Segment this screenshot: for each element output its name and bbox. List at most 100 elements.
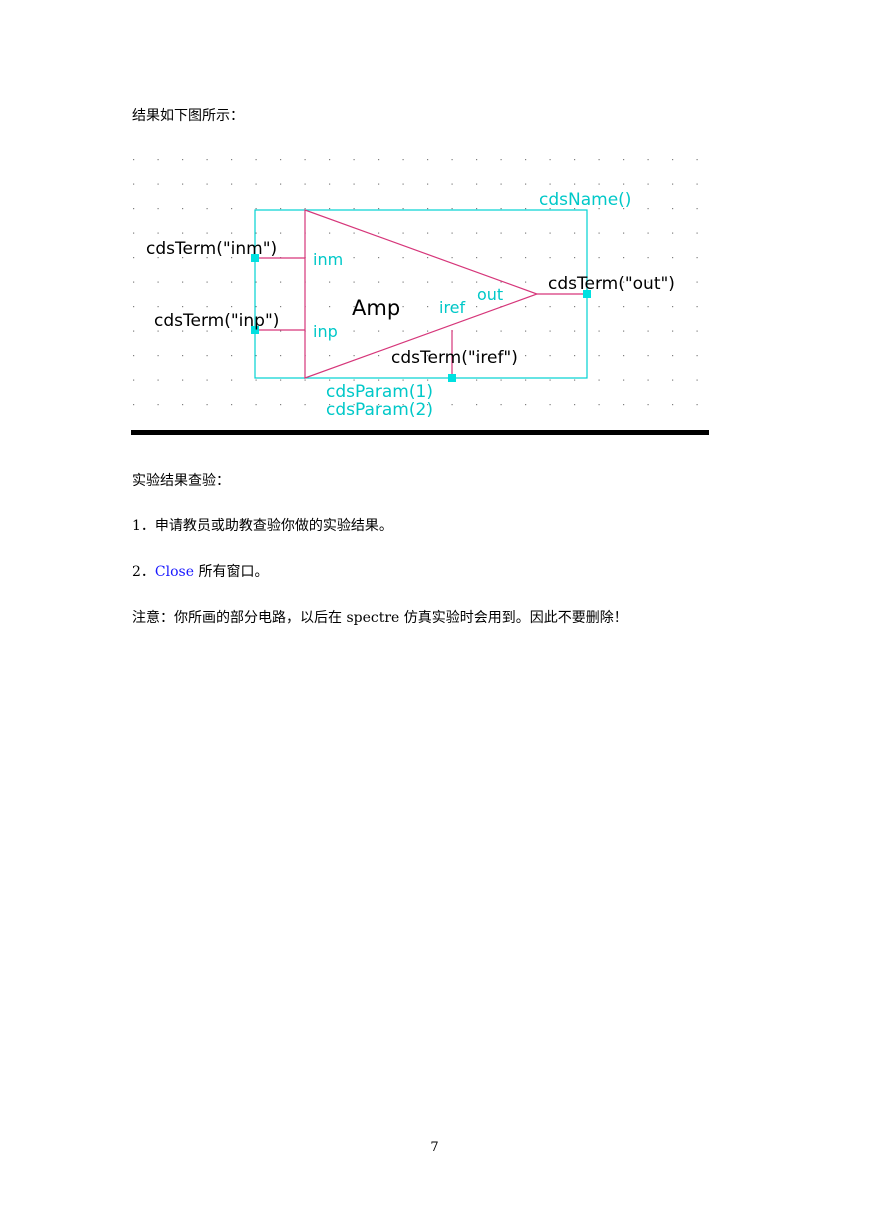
grid-dot xyxy=(255,281,257,283)
grid-dot xyxy=(231,159,233,161)
grid-dot xyxy=(133,257,135,259)
grid-dot xyxy=(647,208,649,210)
grid-dot xyxy=(280,379,282,381)
grid-dot xyxy=(206,379,208,381)
grid-dot xyxy=(672,208,674,210)
pin-name-iref: iref xyxy=(439,298,466,317)
grid-dots xyxy=(133,159,698,406)
grid-dot xyxy=(353,232,355,234)
grid-dot xyxy=(427,404,429,406)
grid-dot xyxy=(476,306,478,308)
step-2-number: 2． xyxy=(132,564,155,580)
grid-dot xyxy=(672,355,674,357)
grid-dot xyxy=(525,306,527,308)
grid-dot xyxy=(231,379,233,381)
grid-dot xyxy=(525,232,527,234)
grid-dot xyxy=(255,404,257,406)
grid-dot xyxy=(133,183,135,185)
grid-dot xyxy=(182,208,184,210)
close-command: Close xyxy=(154,564,195,580)
grid-dot xyxy=(500,379,502,381)
grid-dot xyxy=(427,183,429,185)
grid-dot xyxy=(378,330,380,332)
grid-dot xyxy=(598,159,600,161)
grid-dot xyxy=(696,404,698,406)
grid-dot xyxy=(598,355,600,357)
grid-dot xyxy=(353,355,355,357)
grid-dot xyxy=(500,355,502,357)
step-1-text: 申请教员或助教查验你做的实验结果。 xyxy=(154,518,393,534)
grid-dot xyxy=(500,281,502,283)
figure-bottom-rule xyxy=(131,430,709,435)
grid-dot xyxy=(549,183,551,185)
grid-dot xyxy=(133,159,135,161)
grid-dot xyxy=(231,404,233,406)
grid-dot xyxy=(378,306,380,308)
grid-dot xyxy=(476,379,478,381)
grid-dot xyxy=(696,208,698,210)
grid-dot xyxy=(133,404,135,406)
grid-dot xyxy=(353,281,355,283)
grid-dot xyxy=(672,257,674,259)
grid-dot xyxy=(598,208,600,210)
grid-dot xyxy=(574,330,576,332)
grid-dot xyxy=(157,281,159,283)
grid-dot xyxy=(525,330,527,332)
grid-dot xyxy=(329,379,331,381)
step-2: 2．Close 所有窗口。 xyxy=(132,563,268,581)
grid-dot xyxy=(451,281,453,283)
grid-dot xyxy=(696,355,698,357)
grid-dot xyxy=(623,183,625,185)
grid-dot xyxy=(574,281,576,283)
grid-dot xyxy=(623,330,625,332)
grid-dot xyxy=(574,159,576,161)
pin-name-out: out xyxy=(477,285,503,304)
grid-dot xyxy=(623,257,625,259)
amplifier-triangle xyxy=(304,209,539,379)
grid-dot xyxy=(182,159,184,161)
grid-dot xyxy=(133,281,135,283)
grid-dot xyxy=(549,306,551,308)
grid-dot xyxy=(182,379,184,381)
grid-dot xyxy=(378,183,380,185)
grid-dot xyxy=(206,208,208,210)
param-label-2: cdsParam(2) xyxy=(326,400,433,420)
grid-dot xyxy=(231,355,233,357)
grid-dot xyxy=(402,379,404,381)
grid-dot xyxy=(402,183,404,185)
grid-dot xyxy=(598,306,600,308)
grid-dot xyxy=(280,159,282,161)
grid-dot xyxy=(647,159,649,161)
grid-dot xyxy=(623,355,625,357)
grid-dot xyxy=(157,257,159,259)
grid-dot xyxy=(157,355,159,357)
grid-dot xyxy=(402,257,404,259)
grid-dot xyxy=(549,404,551,406)
grid-dot xyxy=(402,208,404,210)
grid-dot xyxy=(231,232,233,234)
grid-dot xyxy=(500,208,502,210)
grid-dot xyxy=(157,404,159,406)
grid-dot xyxy=(647,404,649,406)
grid-dot xyxy=(280,281,282,283)
pin-name-inm: inm xyxy=(313,250,343,269)
grid-dot xyxy=(231,281,233,283)
grid-dot xyxy=(427,379,429,381)
grid-dot xyxy=(549,379,551,381)
grid-dot xyxy=(549,330,551,332)
grid-dot xyxy=(304,379,306,381)
grid-dot xyxy=(672,159,674,161)
grid-dot xyxy=(574,355,576,357)
grid-dot xyxy=(231,257,233,259)
grid-dot xyxy=(353,159,355,161)
inp-pin-square xyxy=(251,326,259,334)
grid-dot xyxy=(574,404,576,406)
grid-dot xyxy=(623,208,625,210)
grid-dot xyxy=(525,257,527,259)
grid-dot xyxy=(500,232,502,234)
grid-dot xyxy=(647,330,649,332)
grid-dot xyxy=(647,379,649,381)
grid-dot xyxy=(133,208,135,210)
grid-dot xyxy=(402,281,404,283)
grid-dot xyxy=(353,379,355,381)
